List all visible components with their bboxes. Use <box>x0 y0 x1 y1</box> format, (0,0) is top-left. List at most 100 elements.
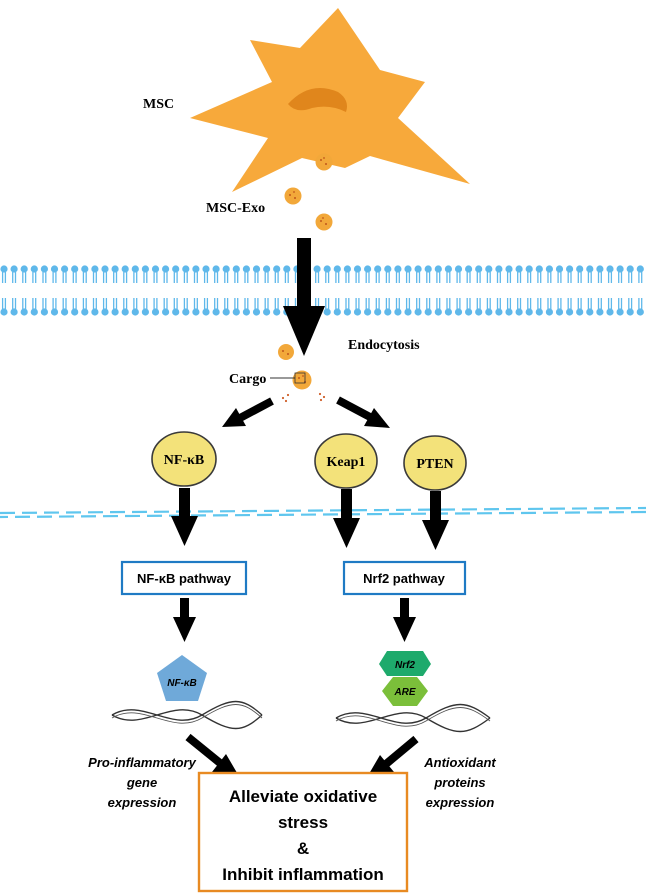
lipid-bottom <box>504 297 514 317</box>
lipid-top <box>262 264 271 284</box>
lipid-top <box>282 264 292 284</box>
svg-text:expression: expression <box>426 795 495 810</box>
lipid-top <box>514 264 524 284</box>
pten-node-label: PTEN <box>416 457 453 472</box>
nfkb-node: NF-κB <box>151 431 217 487</box>
internalized-exosomes <box>270 344 326 403</box>
nfkb-pathway-label: NF-κB pathway <box>137 571 232 586</box>
lipid-top <box>40 264 49 284</box>
lipid-bottom <box>161 297 170 317</box>
lipid-bottom <box>70 297 79 317</box>
lipid-bottom <box>555 297 564 317</box>
lipid-bottom <box>444 297 453 317</box>
lipid-bottom <box>605 297 615 317</box>
lipid-top <box>504 264 514 284</box>
result-line-4: Inhibit inflammation <box>222 865 384 884</box>
nrf2-pathway-box: Nrf2 pathway <box>342 560 467 596</box>
lipid-bottom <box>373 297 382 317</box>
lipid-top <box>353 264 362 284</box>
nrf2-transcription-factor: Nrf2 <box>379 651 431 676</box>
lipid-bottom <box>171 297 180 317</box>
lipid-top <box>565 264 574 284</box>
lipid-top <box>211 264 221 284</box>
lipid-bottom <box>383 297 393 317</box>
lipid-top <box>312 264 322 284</box>
lipid-top <box>545 264 554 284</box>
nfkb-tf-label: NF-κB <box>167 678 197 689</box>
dna-right <box>335 703 491 733</box>
nfkb-transcription-factor: NF-κB <box>157 655 207 701</box>
lipid-bottom <box>19 297 29 317</box>
keap1-node: Keap1 <box>314 433 378 489</box>
lipid-bottom <box>575 297 584 317</box>
msc-nucleus <box>288 88 347 112</box>
lipid-top <box>423 264 433 284</box>
lipid-top <box>413 264 423 284</box>
nfkb-pathway-box: NF-κB pathway <box>120 560 248 596</box>
lipid-top <box>524 264 534 284</box>
lipid-top <box>403 264 413 284</box>
lipid-top <box>363 264 372 284</box>
lipid-top <box>131 264 140 284</box>
lipid-bottom <box>221 297 231 317</box>
exosome-group <box>284 153 333 231</box>
lipid-top <box>494 264 504 284</box>
lipid-top <box>90 264 100 284</box>
lipid-bottom <box>211 297 221 317</box>
msc-label: MSC <box>143 97 174 112</box>
lipid-top <box>252 264 261 284</box>
lipid-bottom <box>403 297 413 317</box>
lipid-bottom <box>272 297 281 317</box>
lipid-bottom <box>40 297 49 317</box>
lipid-bottom <box>322 297 332 317</box>
lipid-top <box>221 264 231 284</box>
nfkb-node-label: NF-κB <box>164 453 204 468</box>
lipid-bottom <box>0 297 9 317</box>
keap1-node-label: Keap1 <box>327 455 366 470</box>
lipid-top <box>555 264 564 284</box>
pten-node: PTEN <box>403 435 467 491</box>
lipid-top <box>454 264 463 284</box>
lipid-bottom <box>151 297 160 317</box>
lipid-top <box>373 264 382 284</box>
msc-cell <box>190 8 470 192</box>
lipid-bottom <box>252 297 261 317</box>
lipid-bottom <box>80 297 90 317</box>
svg-text:proteins: proteins <box>433 775 485 790</box>
lipid-top <box>636 264 645 284</box>
lipid-top <box>100 264 110 284</box>
lipid-bottom <box>535 297 544 317</box>
are-label: ARE <box>393 687 415 698</box>
pro-inflammatory-label: Pro-inflammatory gene expression <box>88 755 196 810</box>
nrf2-tf-label: Nrf2 <box>395 660 415 671</box>
lipid-bottom <box>9 297 19 317</box>
dna-left <box>111 700 263 730</box>
lipid-top <box>120 264 130 284</box>
lipid-bottom <box>131 297 140 317</box>
lipid-top <box>343 264 352 284</box>
lipid-bottom <box>242 297 251 317</box>
svg-text:Antioxidant: Antioxidant <box>423 755 496 770</box>
lipid-bottom <box>100 297 110 317</box>
lipid-top <box>272 264 281 284</box>
lipid-bottom <box>353 297 362 317</box>
lipid-top <box>535 264 544 284</box>
lipid-top <box>110 264 120 284</box>
lipid-top <box>9 264 19 284</box>
lipid-bottom <box>595 297 605 317</box>
lipid-bottom <box>60 297 69 317</box>
lipid-bottom <box>615 297 625 317</box>
result-line-3: & <box>297 839 309 858</box>
lipid-bottom <box>524 297 534 317</box>
lipid-bottom <box>120 297 130 317</box>
lipid-top <box>161 264 170 284</box>
lipid-top <box>50 264 59 284</box>
lipid-bottom <box>181 297 191 317</box>
lipid-bottom <box>625 297 635 317</box>
lipid-top <box>575 264 584 284</box>
lipid-bottom <box>30 297 39 317</box>
lipid-top <box>0 264 9 284</box>
pathway-to-gene-arrows <box>173 598 416 642</box>
lipid-top <box>625 264 635 284</box>
